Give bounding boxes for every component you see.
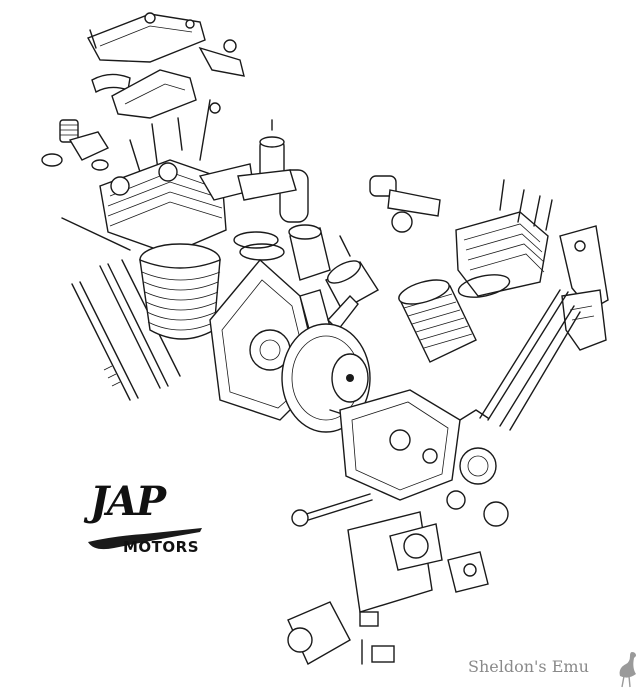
- carburettor-right: [369, 175, 441, 233]
- rocker-cover-right: [559, 225, 609, 351]
- timing-gears: [446, 409, 509, 527]
- valve-gear-left: [41, 99, 211, 173]
- main-shaft: [291, 493, 373, 527]
- rocker-arms-left: [91, 39, 245, 119]
- motors-label: MOTORS: [123, 538, 200, 556]
- watermark-text: Sheldon's Emu: [468, 657, 589, 676]
- flywheel: [281, 323, 411, 437]
- rocker-cover-left: [87, 12, 206, 63]
- pistons: [233, 224, 379, 311]
- cylinder-head-left: [99, 159, 255, 255]
- dynamo: [287, 601, 395, 665]
- pushrods-right: [479, 289, 581, 431]
- cylinder-barrel-right: [398, 279, 477, 363]
- logo-letters: JAP: [90, 478, 166, 525]
- cylinder-barrel-left: [139, 243, 221, 340]
- emu-icon: [619, 652, 636, 688]
- jap-logo-mark: [88, 528, 202, 550]
- cylinder-head-right: [455, 179, 553, 298]
- crankcase-right: [339, 389, 461, 501]
- carburettor-left: [237, 119, 309, 223]
- magneto-bracket: [347, 511, 489, 613]
